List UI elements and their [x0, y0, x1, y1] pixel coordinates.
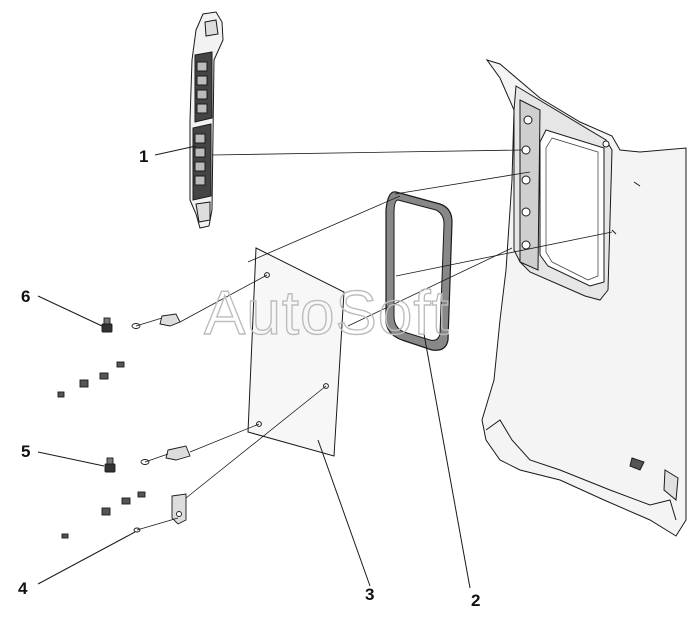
- clip-a: [116, 361, 125, 368]
- callout-labels: 1 2 3 4 5 6: [18, 147, 480, 610]
- assembly-lines: [135, 149, 613, 531]
- clip-h: [61, 533, 69, 539]
- clip-f: [121, 497, 131, 505]
- clip-bracket-lower: [165, 445, 191, 461]
- callout-1: 1: [139, 147, 148, 166]
- nut-5: [104, 457, 116, 473]
- mounting-tab: [171, 493, 187, 525]
- callout-6: 6: [21, 287, 30, 306]
- callout-5: 5: [21, 442, 30, 461]
- clip-b: [99, 372, 109, 380]
- clip-e: [137, 491, 146, 498]
- callout-2: 2: [471, 591, 480, 610]
- clip-bracket-upper: [159, 313, 181, 327]
- callout-leaders: [37, 145, 471, 589]
- clip-g: [101, 507, 111, 516]
- part-1-bracket: [189, 11, 224, 229]
- nut-6: [101, 317, 113, 333]
- side-body-panel: [481, 59, 687, 537]
- clip-d: [57, 391, 65, 398]
- watermark-text: AutoSoft: [204, 279, 450, 348]
- callout-3: 3: [365, 585, 374, 604]
- callout-4: 4: [18, 579, 28, 598]
- fastener-group: [57, 313, 191, 539]
- clip-c: [79, 379, 89, 388]
